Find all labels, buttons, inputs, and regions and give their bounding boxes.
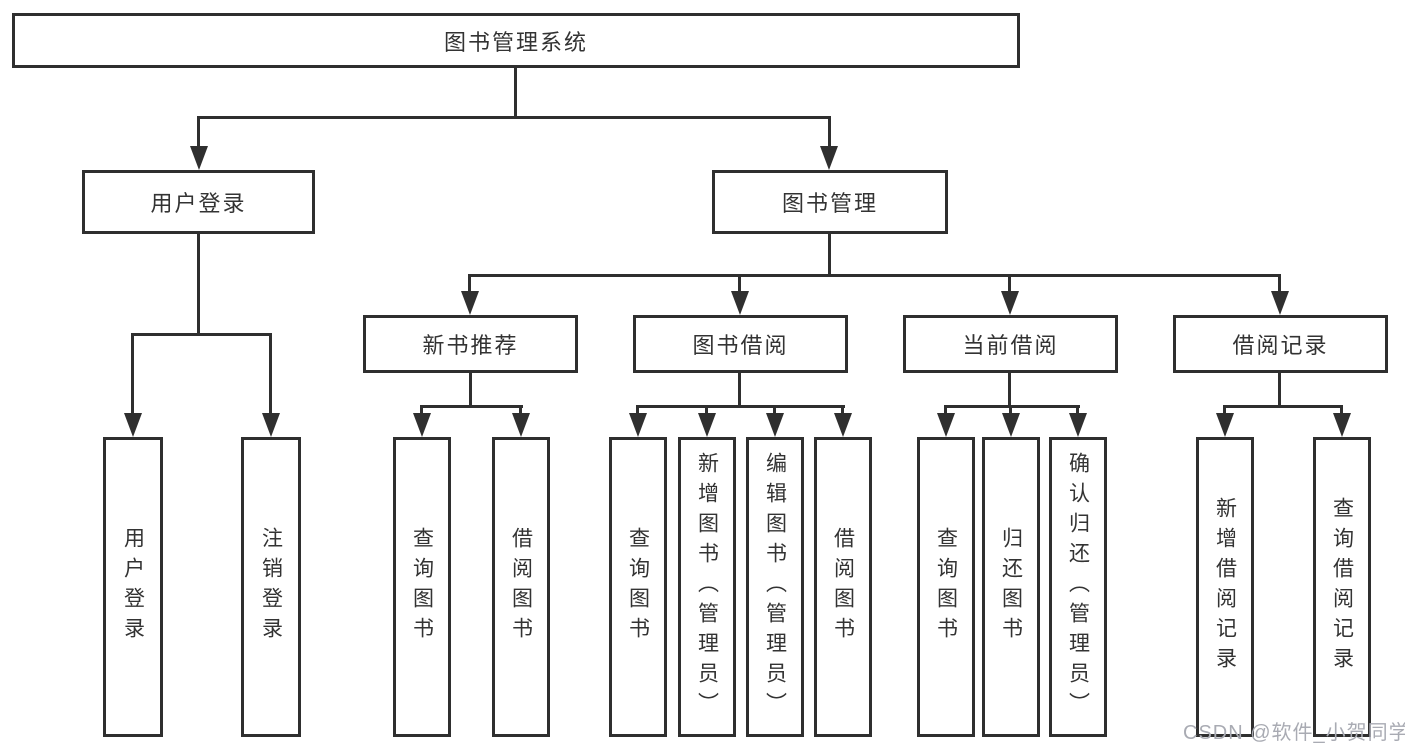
connector-book-borrowing-branch [636, 405, 845, 408]
arrow-down-new-book [461, 291, 479, 315]
leaf-query-borrow-record: 查询借阅记录 [1313, 437, 1371, 737]
connector-current-borrowing-branch [944, 405, 1080, 408]
connector-leaf [1076, 405, 1079, 417]
connector-borrowing-records-branch [1223, 405, 1343, 408]
arrow-down-user-login [190, 146, 208, 170]
connector-to-leaf-user-login [131, 333, 134, 415]
connector-user-login-branch [132, 333, 272, 336]
leaf-user-login: 用户登录 [103, 437, 163, 737]
node-current-borrowing: 当前借阅 [903, 315, 1118, 373]
connector-current-borrowing-stem [1008, 373, 1011, 408]
connector-to-current-borrowing [1008, 274, 1011, 294]
connector-leaf [944, 405, 947, 417]
arrow-down-leaf-logout [262, 413, 280, 437]
arrow-down-leaf [766, 413, 784, 437]
leaf-confirm-return-admin: 确认归还（管理员） [1049, 437, 1107, 737]
connector-to-leaf-logout [269, 333, 272, 415]
connector-to-book-borrowing [738, 274, 741, 294]
node-book-borrowing: 图书借阅 [633, 315, 848, 373]
leaf-query-books-current: 查询图书 [917, 437, 975, 737]
arrow-down-leaf [629, 413, 647, 437]
connector-new-book-branch [420, 405, 523, 408]
connector-new-book-stem [469, 373, 472, 408]
connector-book-borrowing-stem [738, 373, 741, 408]
arrow-down-leaf [1002, 413, 1020, 437]
arrow-down-leaf-user-login [124, 413, 142, 437]
leaf-add-borrow-record: 新增借阅记录 [1196, 437, 1254, 737]
arrow-down-leaf [834, 413, 852, 437]
arrow-down-leaf [937, 413, 955, 437]
arrow-down-leaf [1333, 413, 1351, 437]
leaf-add-books-admin: 新增图书（管理员） [678, 437, 736, 737]
arrow-down-leaf [413, 413, 431, 437]
watermark: CSDN @软件_小贺同学 [1183, 722, 1405, 744]
connector-leaf [1340, 405, 1343, 417]
connector-user-login-stem [197, 234, 200, 336]
arrow-down-leaf [512, 413, 530, 437]
node-book-management: 图书管理 [712, 170, 948, 234]
arrow-down-borrowing-records [1271, 291, 1289, 315]
connector-borrowing-records-stem [1278, 373, 1281, 408]
connector-to-borrowing-records [1278, 274, 1281, 294]
arrow-down-leaf [1069, 413, 1087, 437]
leaf-borrow-books-recommend: 借阅图书 [492, 437, 550, 737]
arrow-down-book-management [820, 146, 838, 170]
connector-leaf [705, 405, 708, 417]
leaf-query-books-borrow: 查询图书 [609, 437, 667, 737]
arrow-down-leaf [1216, 413, 1234, 437]
leaf-logout: 注销登录 [241, 437, 301, 737]
connector-to-user-login [197, 116, 200, 150]
connector-leaf [1223, 405, 1226, 417]
connector-leaf [519, 405, 522, 417]
arrow-down-leaf [698, 413, 716, 437]
connector-to-new-book [468, 274, 471, 294]
leaf-edit-books-admin: 编辑图书（管理员） [746, 437, 804, 737]
arrow-down-book-borrowing [731, 291, 749, 315]
leaf-return-books: 归还图书 [982, 437, 1040, 737]
node-new-book-recommendation: 新书推荐 [363, 315, 578, 373]
connector-book-management-branch [468, 274, 1281, 277]
connector-leaf [773, 405, 776, 417]
leaf-query-books-recommend: 查询图书 [393, 437, 451, 737]
arrow-down-current-borrowing [1001, 291, 1019, 315]
connector-root-branch [198, 116, 831, 119]
connector-leaf [420, 405, 423, 417]
leaf-borrow-books-borrow: 借阅图书 [814, 437, 872, 737]
connector-book-management-stem [828, 234, 831, 277]
connector-to-book-management [828, 116, 831, 150]
node-user-login: 用户登录 [82, 170, 315, 234]
connector-root-stem [514, 68, 517, 119]
connector-leaf [841, 405, 844, 417]
connector-leaf [1009, 405, 1012, 417]
connector-leaf [636, 405, 639, 417]
node-root: 图书管理系统 [12, 13, 1020, 68]
node-borrowing-records: 借阅记录 [1173, 315, 1388, 373]
